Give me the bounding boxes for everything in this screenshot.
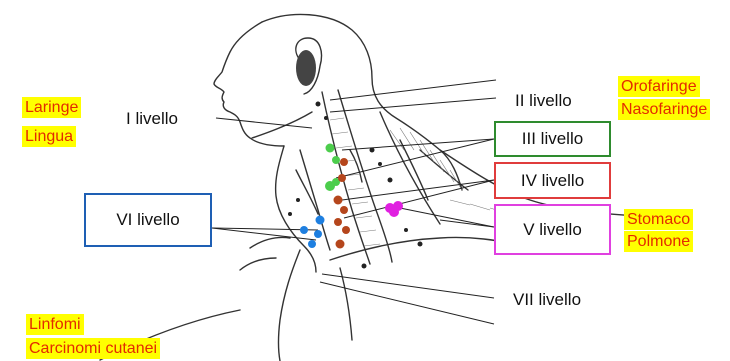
level-4-node (340, 206, 348, 214)
tag-polmone: Polmone (624, 231, 693, 252)
level-5-box: V livello (494, 204, 611, 255)
level-4-node (342, 226, 350, 234)
level-3-node (332, 156, 340, 164)
level-6-node (314, 230, 322, 238)
level-5-nodes (385, 201, 403, 217)
tag-nasofaringe: Nasofaringe (618, 99, 710, 120)
level-6-nodes (300, 216, 325, 249)
level-5-node (389, 207, 399, 217)
level-4-node (336, 240, 345, 249)
level-4-box: IV livello (494, 162, 611, 199)
level-6-box: VI livello (84, 193, 212, 247)
tag-orofaringe: Orofaringe (618, 76, 700, 97)
tag-carcinomi-cutanei: Carcinomi cutanei (26, 338, 160, 359)
level-4-node (334, 218, 342, 226)
level-4-node (340, 158, 348, 166)
tag-laringe: Laringe (22, 97, 81, 118)
level-7-label: VII livello (513, 290, 581, 310)
tag-stomaco: Stomaco (624, 209, 693, 230)
level-6-node (308, 240, 316, 248)
level-4-node (338, 174, 346, 182)
level-3-box: III livello (494, 121, 611, 157)
level-6-node (300, 226, 308, 234)
level-2-label: II livello (515, 91, 572, 111)
level-3-nodes (325, 144, 340, 192)
tag-linfomi: Linfomi (26, 314, 84, 335)
level-6-node (316, 216, 325, 225)
level-3-node (326, 144, 335, 153)
level-4-node (334, 196, 343, 205)
level-1-label: I livello (126, 109, 178, 129)
tag-lingua: Lingua (22, 126, 76, 147)
